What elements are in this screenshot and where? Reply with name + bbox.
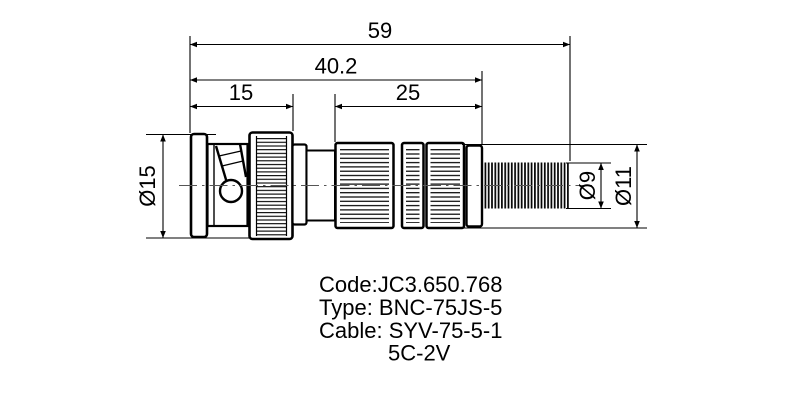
dia-spring-label: Ø9 <box>575 171 600 200</box>
dia-front-label: Ø15 <box>135 165 160 207</box>
part-cable: Cable: SYV-75-5-1 <box>319 318 502 343</box>
dim-dia-15 <box>146 133 250 239</box>
dim-front-label: 15 <box>229 80 253 105</box>
part-code: Code:JC3.650.768 <box>319 272 502 297</box>
dim-overall-59 <box>189 36 571 161</box>
dim-mid-40-2 <box>190 71 483 144</box>
spacer-ring <box>291 143 308 226</box>
dim-mid-label: 40.2 <box>315 54 358 79</box>
dim-front-15 <box>190 94 294 131</box>
bayonet-pin-hole <box>218 178 244 204</box>
part-cable-alt: 5C-2V <box>388 341 451 366</box>
step-ring <box>465 144 484 228</box>
dim-dia-11 <box>462 143 647 229</box>
part-info: Code:JC3.650.768 Type: BNC-75JS-5 Cable:… <box>319 272 502 366</box>
body-knurl-2 <box>400 141 425 230</box>
body-knurl-3 <box>425 141 466 230</box>
dim-body-label: 25 <box>396 80 420 105</box>
dim-body-25 <box>334 94 482 142</box>
dim-dia-9 <box>566 162 611 210</box>
part-type: Type: BNC-75JS-5 <box>319 295 502 320</box>
dim-overall-label: 59 <box>368 18 392 43</box>
dia-body-label: Ø11 <box>611 166 636 206</box>
